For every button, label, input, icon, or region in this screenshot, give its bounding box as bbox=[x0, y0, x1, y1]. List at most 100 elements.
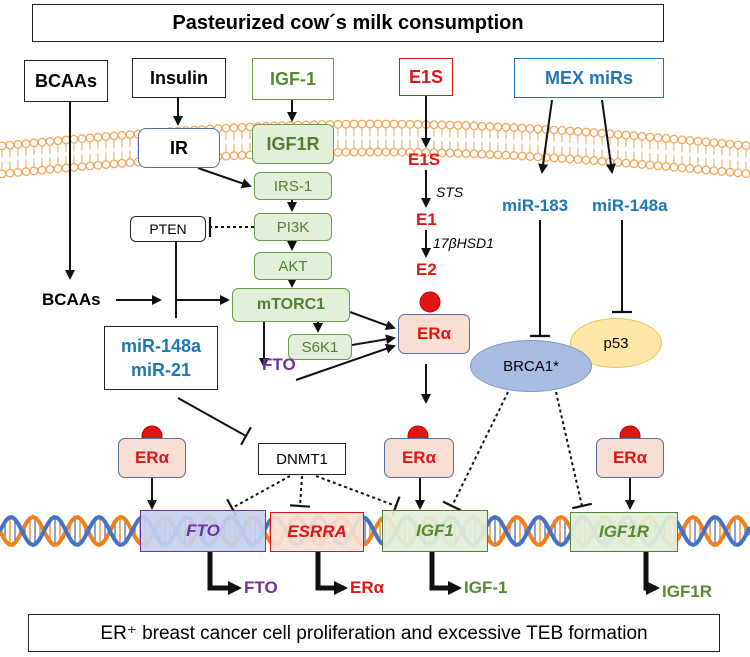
igf1-ligand-box: IGF-1 bbox=[252, 58, 334, 100]
lipid-head bbox=[717, 138, 727, 148]
lipid-head bbox=[645, 132, 655, 142]
17bhsd1-label: 17βHSD1 bbox=[433, 235, 494, 251]
lipid-head bbox=[581, 127, 591, 137]
gene-igf1r-label: IGF1R bbox=[598, 522, 650, 541]
inhibit-brca1-igf1r bbox=[555, 391, 583, 507]
inhibit-dnmt1-esrra bbox=[299, 475, 303, 507]
lipid-head bbox=[501, 122, 511, 132]
insulin-box: Insulin bbox=[132, 58, 226, 98]
lipid-head bbox=[565, 154, 575, 164]
dnmt1-box: DNMT1 bbox=[258, 443, 346, 475]
lipid-head bbox=[725, 139, 735, 149]
lipid-head bbox=[589, 156, 599, 166]
mir148a-mir21-box: miR-148a miR-21 bbox=[104, 326, 218, 390]
lipid-head bbox=[557, 153, 567, 163]
lipid-head bbox=[5, 168, 15, 178]
lipid-head bbox=[709, 138, 719, 148]
product-fto: FTO bbox=[244, 578, 278, 597]
product-igf1: IGF-1 bbox=[464, 578, 508, 597]
lipid-head bbox=[333, 147, 343, 157]
title-box: Pasteurized cow´s milk consumption bbox=[32, 4, 664, 42]
ir-box: IR bbox=[138, 128, 220, 168]
inhibit-brca1-igf1r-bar bbox=[572, 502, 592, 510]
lipid-head bbox=[533, 152, 543, 162]
eralpha-center-label: ERα bbox=[416, 324, 452, 343]
lipid-head bbox=[237, 122, 247, 132]
mir148a-right-label: miR-148a bbox=[592, 196, 668, 215]
lipid-head bbox=[53, 164, 63, 174]
lipid-head bbox=[581, 155, 591, 165]
lipid-head bbox=[357, 119, 367, 129]
pten-box: PTEN bbox=[130, 216, 206, 242]
bcaas-top-box: BCAAs bbox=[24, 60, 108, 102]
lipid-head bbox=[37, 165, 47, 175]
lipid-head bbox=[29, 166, 39, 176]
inhibit-mir-dnmt1-bar bbox=[240, 426, 252, 446]
arrow-fto-eralpha bbox=[295, 343, 396, 381]
eralpha-center-box: ERα bbox=[398, 314, 470, 354]
lipid-head bbox=[693, 136, 703, 146]
lipid-head bbox=[13, 167, 23, 177]
e1s-top-label: E1S bbox=[408, 66, 444, 87]
ir-label: IR bbox=[170, 137, 188, 158]
lipid-head bbox=[493, 150, 503, 160]
lipid-head bbox=[5, 140, 15, 150]
lipid-head bbox=[573, 127, 583, 136]
e2-label: E2 bbox=[416, 260, 437, 279]
lipid-head bbox=[477, 121, 487, 131]
dnmt1-label: DNMT1 bbox=[276, 450, 328, 468]
lipid-head bbox=[349, 119, 359, 129]
lipid-head bbox=[597, 156, 607, 166]
lipid-head bbox=[69, 134, 79, 144]
lipid-head bbox=[45, 164, 55, 174]
footer: ER⁺ breast cancer cell proliferation and… bbox=[100, 622, 648, 644]
lipid-head bbox=[517, 123, 527, 133]
lipid-head bbox=[117, 130, 127, 140]
cell-membrane bbox=[0, 119, 750, 179]
lipid-head bbox=[389, 147, 399, 157]
mir21-label: miR-21 bbox=[130, 360, 192, 380]
mex-mirs-box: MEX miRs bbox=[514, 58, 664, 98]
lipid-head bbox=[661, 133, 671, 143]
lipid-head bbox=[733, 168, 743, 178]
lipid-head bbox=[645, 160, 655, 170]
mtorc1-box: mTORC1 bbox=[232, 288, 350, 322]
lipid-head bbox=[373, 119, 383, 129]
pathway-arrows bbox=[65, 96, 660, 595]
lipid-head bbox=[125, 130, 135, 140]
lipid-head bbox=[341, 119, 351, 129]
gene-fto: FTO bbox=[140, 510, 266, 552]
lipid-head bbox=[77, 134, 87, 144]
lipid-head bbox=[53, 136, 63, 146]
akt-box: AKT bbox=[254, 252, 332, 280]
footer-box: ER⁺ breast cancer cell proliferation and… bbox=[28, 614, 720, 652]
mtorc1-label: mTORC1 bbox=[256, 296, 326, 313]
lipid-head bbox=[429, 120, 439, 130]
e1-label: E1 bbox=[416, 210, 437, 229]
transcription-arrow bbox=[315, 552, 348, 595]
lipid-head bbox=[0, 169, 7, 179]
lipid-head bbox=[557, 125, 567, 135]
lipid-head bbox=[621, 158, 631, 168]
lipid-head bbox=[693, 164, 703, 174]
lipid-head bbox=[93, 160, 103, 170]
brca1-ellipse: BRCA1* bbox=[470, 340, 592, 392]
eralpha-left-box: ERα bbox=[118, 438, 186, 478]
lipid-head bbox=[37, 137, 47, 147]
lipid-head bbox=[701, 165, 711, 175]
mex-mirs-label: MEX miRs bbox=[544, 67, 634, 88]
irs1-label: IRS-1 bbox=[273, 177, 313, 195]
arrow-mex-mir183 bbox=[538, 99, 553, 174]
lipid-head bbox=[125, 158, 135, 168]
lipid-head bbox=[613, 129, 623, 139]
eralpha-left-label: ERα bbox=[134, 448, 170, 467]
gene-esrra-label: ESRRA bbox=[287, 522, 347, 541]
lipid-head bbox=[637, 159, 647, 169]
lipid-head bbox=[229, 123, 239, 133]
lipid-head bbox=[333, 119, 343, 129]
transcription-arrow bbox=[207, 552, 242, 595]
inhibit-dnmt1-fto bbox=[231, 475, 291, 509]
lipid-head bbox=[237, 150, 247, 160]
lipid-head bbox=[741, 169, 750, 179]
